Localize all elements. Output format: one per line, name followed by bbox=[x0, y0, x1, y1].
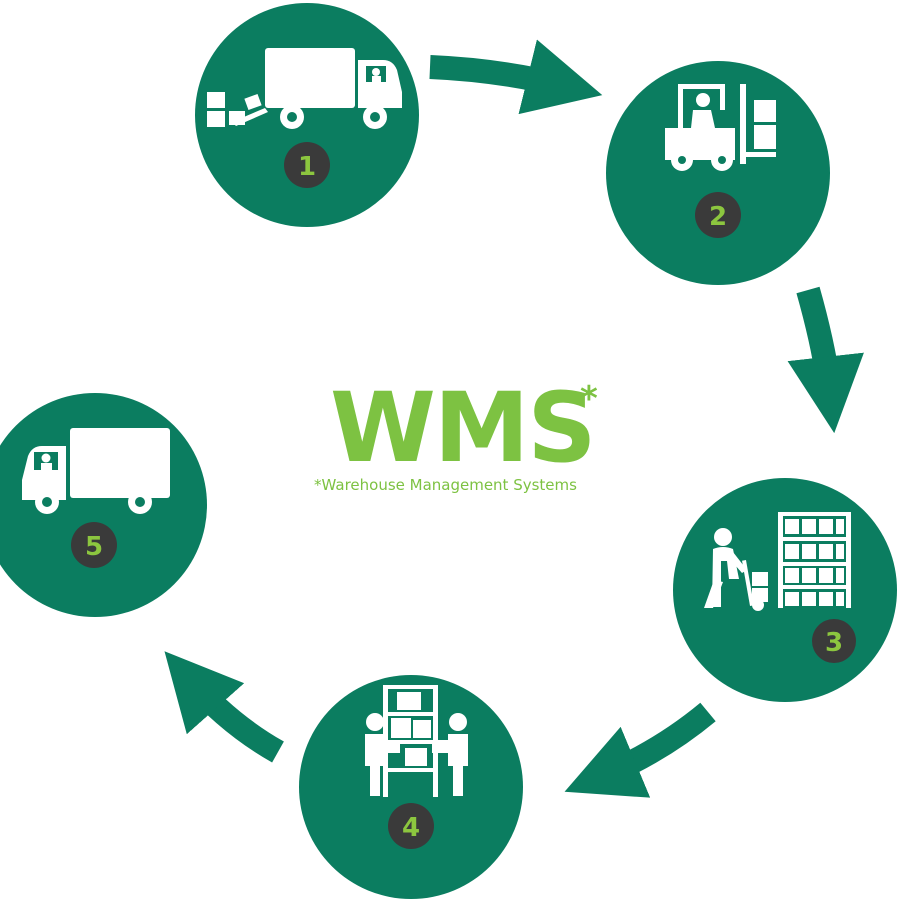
step-5-badge bbox=[71, 522, 117, 568]
step-4-number: 4 bbox=[402, 813, 420, 843]
delivery-truck-icon bbox=[22, 428, 170, 514]
step-4-badge bbox=[388, 803, 434, 849]
step-4-circle bbox=[299, 675, 523, 899]
step-2-circle bbox=[606, 61, 830, 285]
workers-shelf-boxes-icon bbox=[365, 685, 468, 797]
step-1: 1 bbox=[195, 3, 419, 227]
step-1-number: 1 bbox=[298, 152, 316, 182]
step-1-badge bbox=[284, 142, 330, 188]
step-5-circle bbox=[0, 393, 207, 617]
step-2-badge bbox=[695, 192, 741, 238]
step-3-circle bbox=[673, 478, 897, 702]
step-3-badge bbox=[812, 619, 856, 663]
arrow-4-to-5 bbox=[164, 651, 284, 763]
step-3-number: 3 bbox=[825, 628, 843, 658]
forklift-icon bbox=[665, 84, 776, 171]
arrow-2-to-3 bbox=[787, 286, 864, 434]
cycle-arrows bbox=[164, 39, 864, 798]
arrow-3-to-4 bbox=[564, 702, 716, 798]
wms-title: WMS bbox=[330, 372, 597, 484]
step-5-number: 5 bbox=[85, 532, 103, 562]
step-4: 4 bbox=[299, 675, 523, 899]
wms-title-group: WMS * *Warehouse Management Systems bbox=[300, 380, 640, 510]
step-2-number: 2 bbox=[709, 202, 727, 232]
step-5: 5 bbox=[0, 393, 207, 617]
truck-loading-icon bbox=[207, 48, 402, 129]
step-2: 2 bbox=[606, 61, 830, 285]
arrow-1-to-2 bbox=[429, 39, 603, 115]
wms-subtitle: *Warehouse Management Systems bbox=[314, 476, 577, 494]
worker-hand-truck-shelf-icon bbox=[704, 512, 851, 611]
step-1-circle bbox=[195, 3, 419, 227]
wms-title-asterisk: * bbox=[580, 379, 598, 419]
step-3: 3 bbox=[673, 478, 897, 702]
